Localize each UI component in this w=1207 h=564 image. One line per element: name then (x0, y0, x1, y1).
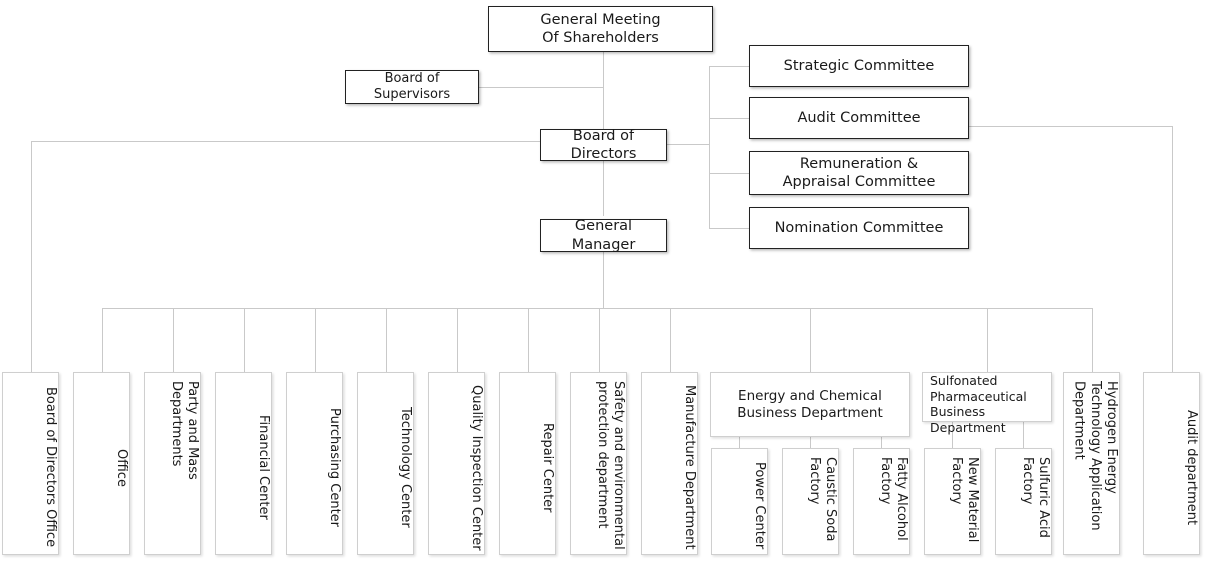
node-energy-and-chemical-business-department[interactable]: Energy and Chemical Business Department (710, 372, 910, 437)
connector-trunk-nomination (709, 228, 749, 229)
fatty-alcohol-factory-label: Fatty Alcohol Factory (877, 457, 909, 541)
sulfonated-line-1: Sulfonated (930, 373, 998, 388)
sulfonated-line-3: Business Department (930, 404, 1006, 435)
strategic-committee-label: Strategic Committee (783, 57, 935, 74)
connector-board-to-manager (603, 161, 604, 216)
general-meeting-line-1: General Meeting (540, 11, 661, 28)
node-remuneration-appraisal-committee[interactable]: Remuneration & Appraisal Committee (749, 151, 969, 195)
drop-line-purchasing (315, 308, 316, 372)
drop-line-caustic-soda (810, 437, 811, 448)
node-hydrogen-energy-technology-application-department[interactable]: Hydrogen Energy Technology Application D… (1063, 372, 1120, 555)
connector-trunk-audit (709, 118, 749, 119)
drop-line-repair (528, 308, 529, 372)
drop-line-manufacture (670, 308, 671, 372)
drop-line-hydrogen (1092, 308, 1093, 372)
drop-line-power-center (739, 437, 740, 448)
node-nomination-committee[interactable]: Nomination Committee (749, 207, 969, 249)
node-new-material-factory[interactable]: New Material Factory (924, 448, 981, 555)
hydrogen-energy-department-label: Hydrogen Energy Technology Application D… (1071, 381, 1120, 531)
node-general-manager[interactable]: General Manager (540, 218, 667, 253)
connector-audit-committee-right (969, 126, 1172, 127)
node-strategic-committee[interactable]: Strategic Committee (749, 45, 969, 87)
quality-inspection-center-label: Quality Inspection Center (469, 384, 484, 551)
remuneration-committee-line-2: Appraisal Committee (782, 174, 936, 190)
node-manufacture-department[interactable]: Manufacture Department (641, 372, 698, 555)
connector-trunk-strategic (709, 66, 749, 67)
caustic-soda-factory-label: Caustic Soda Factory (806, 457, 838, 542)
remuneration-committee-line-1: Remuneration & (799, 155, 919, 172)
drop-line-party-mass (173, 308, 174, 372)
node-financial-center[interactable]: Financial Center (215, 372, 272, 555)
department-bus (102, 308, 1092, 309)
node-repair-center[interactable]: Repair Center (499, 372, 556, 555)
nomination-committee-label: Nomination Committee (774, 219, 944, 236)
node-caustic-soda-factory[interactable]: Caustic Soda Factory (782, 448, 839, 555)
node-board-of-directors[interactable]: Board of Directors (540, 127, 667, 162)
node-party-and-mass-departments[interactable]: Party and Mass Departments (144, 372, 201, 555)
drop-line-sulfuric-acid (1023, 422, 1024, 448)
sulfuric-acid-factory-label: Sulfuric Acid Factory (1019, 457, 1051, 538)
node-office[interactable]: Office (73, 372, 130, 555)
connector-meeting-to-board (603, 52, 604, 130)
drop-line-energy-chemical (810, 308, 811, 372)
energy-chemical-line-1: Energy and Chemical (738, 387, 882, 404)
node-power-center[interactable]: Power Center (711, 448, 768, 555)
drop-line-financial (244, 308, 245, 372)
node-sulfonated-pharmaceutical-business-department[interactable]: Sulfonated Pharmaceutical Business Depar… (922, 372, 1052, 435)
drop-line-quality (457, 308, 458, 372)
node-general-meeting-of-shareholders[interactable]: General Meeting Of Shareholders (488, 6, 713, 52)
energy-chemical-line-2: Business Department (737, 404, 883, 421)
board-of-directors-office-label: Board of Directors Office (43, 387, 58, 548)
connector-manager-to-bus (603, 252, 604, 308)
drop-line-sulfonated (987, 308, 988, 372)
board-of-supervisors-line-1: Board of (384, 70, 440, 86)
repair-center-label: Repair Center (540, 422, 555, 513)
node-board-of-supervisors[interactable]: Board of Supervisors (345, 70, 479, 104)
general-meeting-line-2: Of Shareholders (542, 30, 659, 46)
new-material-factory-label: New Material Factory (948, 457, 980, 543)
sulfonated-line-2: Pharmaceutical (930, 388, 1027, 404)
node-audit-department[interactable]: Audit department (1143, 372, 1200, 555)
manufacture-department-label: Manufacture Department (682, 385, 697, 550)
technology-center-label: Technology Center (398, 407, 413, 528)
party-and-mass-departments-label: Party and Mass Departments (168, 381, 200, 480)
connector-trunk-remuneration (709, 173, 749, 174)
node-quality-inspection-center[interactable]: Quality Inspection Center (428, 372, 485, 555)
audit-department-label: Audit department (1184, 409, 1199, 526)
office-label: Office (114, 448, 129, 487)
drop-line-technology (386, 308, 387, 372)
node-purchasing-center[interactable]: Purchasing Center (286, 372, 343, 555)
drop-line-office (102, 308, 103, 372)
connector-board-to-committee-trunk (667, 144, 709, 145)
general-manager-label: General Manager (571, 218, 636, 253)
drop-line-fatty-alcohol (881, 437, 882, 448)
board-of-supervisors-line-2: Supervisors (373, 87, 451, 102)
connector-supervisors-to-trunk (479, 87, 604, 88)
financial-center-label: Financial Center (256, 415, 271, 520)
power-center-label: Power Center (752, 461, 767, 550)
node-technology-center[interactable]: Technology Center (357, 372, 414, 555)
connector-board-left (31, 141, 540, 142)
node-board-of-directors-office[interactable]: Board of Directors Office (2, 372, 59, 555)
node-safety-and-environmental-protection-department[interactable]: Safety and environmental protection depa… (570, 372, 627, 555)
node-audit-committee[interactable]: Audit Committee (749, 97, 969, 139)
drop-line-new-material (952, 422, 953, 448)
node-fatty-alcohol-factory[interactable]: Fatty Alcohol Factory (853, 448, 910, 555)
drop-line-safety (599, 308, 600, 372)
purchasing-center-label: Purchasing Center (327, 407, 342, 528)
node-sulfuric-acid-factory[interactable]: Sulfuric Acid Factory (995, 448, 1052, 555)
board-of-directors-label: Board of Directors (570, 127, 637, 162)
committee-trunk (709, 66, 710, 228)
connector-audit-committee-down (1172, 126, 1173, 372)
safety-environmental-department-label: Safety and environmental protection depa… (594, 381, 626, 550)
audit-committee-label: Audit Committee (797, 109, 921, 126)
connector-board-left-down (31, 141, 32, 372)
